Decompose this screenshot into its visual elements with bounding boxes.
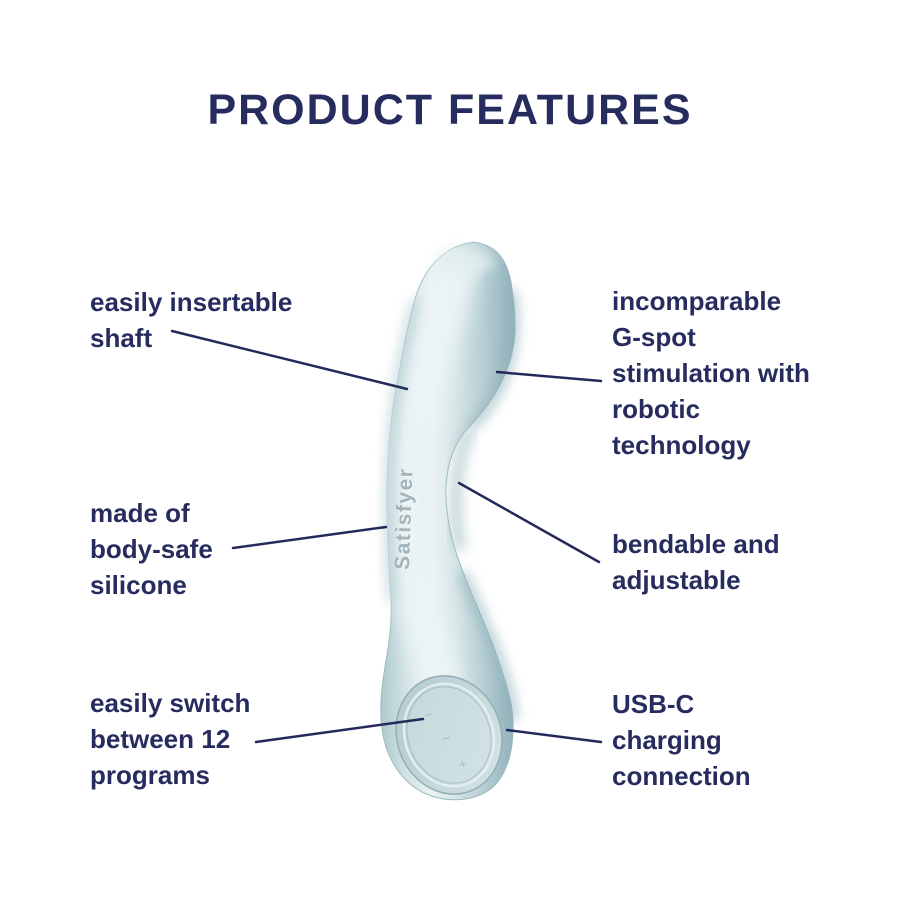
feature-label-line: G-spot	[612, 322, 696, 352]
feature-label-programs: easily switch between 12 programs	[90, 685, 250, 793]
feature-label-line: adjustable	[612, 565, 741, 595]
feature-label-line: programs	[90, 760, 210, 790]
feature-label-usbc: USB-C charging connection	[612, 686, 751, 794]
device-sheen	[385, 251, 476, 724]
page-title: PRODUCT FEATURES	[207, 86, 693, 134]
feature-label-line: body-safe	[90, 534, 213, 564]
brand-text-emboss: Satisfyer	[392, 468, 419, 571]
feature-label-line: easily switch	[90, 688, 251, 718]
connector-line-bendable	[457, 481, 601, 564]
connector-line-usbc	[505, 728, 603, 744]
feature-label-line: easily insertable	[90, 287, 293, 317]
connector-line-silicone	[231, 525, 388, 550]
control-pad: ~ ~ +	[395, 675, 503, 795]
connector-line-insertable-shaft	[170, 329, 409, 391]
feature-label-line: stimulation with	[612, 358, 810, 388]
connector-lines	[170, 329, 603, 744]
feature-label-silicone: made of body-safe silicone	[90, 495, 213, 603]
feature-label-line: charging	[612, 725, 722, 755]
connector-line-programs	[254, 717, 425, 744]
feature-label-bendable: bendable and adjustable	[612, 526, 780, 598]
feature-label-line: technology	[612, 430, 751, 460]
connector-line-gspot	[495, 370, 603, 383]
feature-label-line: between 12	[90, 724, 231, 754]
brand-text: Satisfyer	[391, 467, 418, 570]
feature-label-gspot: incomparable G-spot stimulation with rob…	[612, 283, 810, 463]
feature-label-line: bendable and	[612, 529, 780, 559]
feature-label-line: silicone	[90, 570, 187, 600]
device-body	[380, 241, 518, 801]
feature-label-line: connection	[612, 761, 751, 791]
feature-label-line: robotic	[612, 394, 701, 424]
feature-label-line: USB-C	[612, 689, 695, 719]
feature-label-insertable-shaft: easily insertable shaft	[90, 284, 292, 356]
feature-label-line: shaft	[90, 323, 153, 353]
feature-label-line: made of	[90, 498, 190, 528]
feature-label-line: incomparable	[612, 286, 782, 316]
